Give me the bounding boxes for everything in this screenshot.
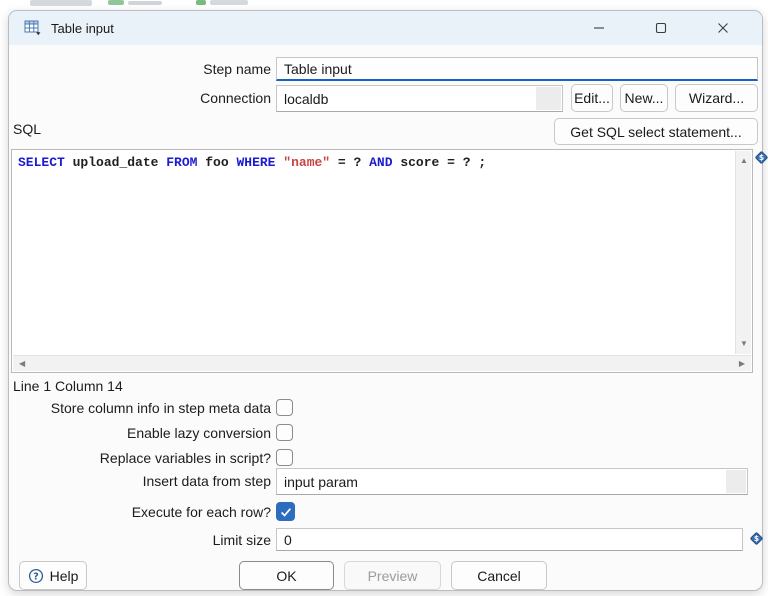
connection-combo[interactable]: localdb	[276, 85, 563, 112]
background-artifact	[128, 1, 162, 5]
new-connection-button[interactable]: New...	[620, 84, 668, 112]
vertical-scrollbar[interactable]: ▲ ▼	[735, 151, 751, 354]
minimize-button[interactable]	[568, 11, 630, 45]
preview-button[interactable]: Preview	[344, 561, 441, 590]
insert-data-from-step-combo[interactable]: input param	[276, 468, 748, 495]
insert-data-from-step-value: input param	[284, 473, 358, 490]
background-artifact	[196, 0, 206, 5]
connection-label: Connection	[200, 90, 271, 106]
step-name-value: Table input	[284, 60, 352, 77]
variable-diamond-icon: $	[749, 531, 764, 546]
scroll-right-icon[interactable]: ▶	[738, 359, 745, 368]
dialog-title: Table input	[51, 20, 114, 36]
replace-variables-label: Replace variables in script?	[99, 450, 271, 466]
store-column-info-checkbox[interactable]	[276, 399, 293, 416]
lazy-conversion-checkbox[interactable]	[276, 424, 293, 441]
ok-button[interactable]: OK	[239, 561, 334, 590]
table-input-step-icon	[24, 20, 42, 36]
dialog-titlebar[interactable]: Table input	[9, 11, 762, 45]
sql-editor: SELECT upload_date FROM foo WHERE "name"…	[11, 149, 753, 373]
sql-code-line: SELECT upload_date FROM foo WHERE "name"…	[18, 155, 487, 170]
window-controls	[568, 11, 754, 45]
get-sql-statement-button[interactable]: Get SQL select statement...	[554, 118, 758, 145]
help-icon: ?	[28, 568, 44, 584]
connection-combo-grip[interactable]	[536, 87, 561, 110]
step-name-input[interactable]: Table input	[276, 57, 758, 81]
cursor-position-status: Line 1 Column 14	[13, 378, 123, 394]
scroll-down-icon[interactable]: ▼	[740, 339, 748, 348]
sql-textarea[interactable]: SELECT upload_date FROM foo WHERE "name"…	[12, 150, 734, 354]
store-column-info-label: Store column info in step meta data	[50, 400, 271, 416]
close-button[interactable]	[692, 11, 754, 45]
svg-text:$: $	[754, 534, 759, 543]
step-name-label: Step name	[203, 61, 271, 77]
scroll-up-icon[interactable]: ▲	[740, 156, 748, 165]
edit-connection-button[interactable]: Edit...	[571, 84, 613, 112]
help-button[interactable]: ? Help	[19, 561, 87, 590]
insert-data-combo-grip[interactable]	[726, 470, 746, 493]
svg-text:?: ?	[33, 571, 39, 582]
limit-size-value: 0	[284, 531, 292, 548]
sql-label: SQL	[13, 121, 42, 137]
svg-text:$: $	[759, 153, 764, 162]
execute-each-row-checkbox[interactable]	[276, 502, 295, 521]
lazy-conversion-label: Enable lazy conversion	[127, 425, 271, 441]
connection-value: localdb	[284, 90, 329, 107]
help-button-label: Help	[49, 567, 79, 584]
background-artifact	[30, 0, 92, 6]
variable-diamond-icon: $	[754, 150, 768, 165]
background-artifact	[108, 0, 124, 5]
background-artifact	[210, 0, 248, 5]
replace-variables-checkbox[interactable]	[276, 449, 293, 466]
table-input-dialog: Table input Step name Table input Connec…	[8, 10, 768, 591]
cancel-button[interactable]: Cancel	[451, 561, 547, 590]
insert-data-from-step-label: Insert data from step	[142, 473, 271, 489]
limit-size-input[interactable]: 0	[276, 528, 743, 551]
execute-each-row-label: Execute for each row?	[131, 504, 271, 520]
scroll-left-icon[interactable]: ◀	[19, 359, 26, 368]
wizard-connection-button[interactable]: Wizard...	[675, 84, 758, 112]
horizontal-scrollbar[interactable]: ◀ ▶	[13, 355, 751, 371]
maximize-button[interactable]	[630, 11, 692, 45]
limit-size-label: Limit size	[212, 532, 271, 548]
